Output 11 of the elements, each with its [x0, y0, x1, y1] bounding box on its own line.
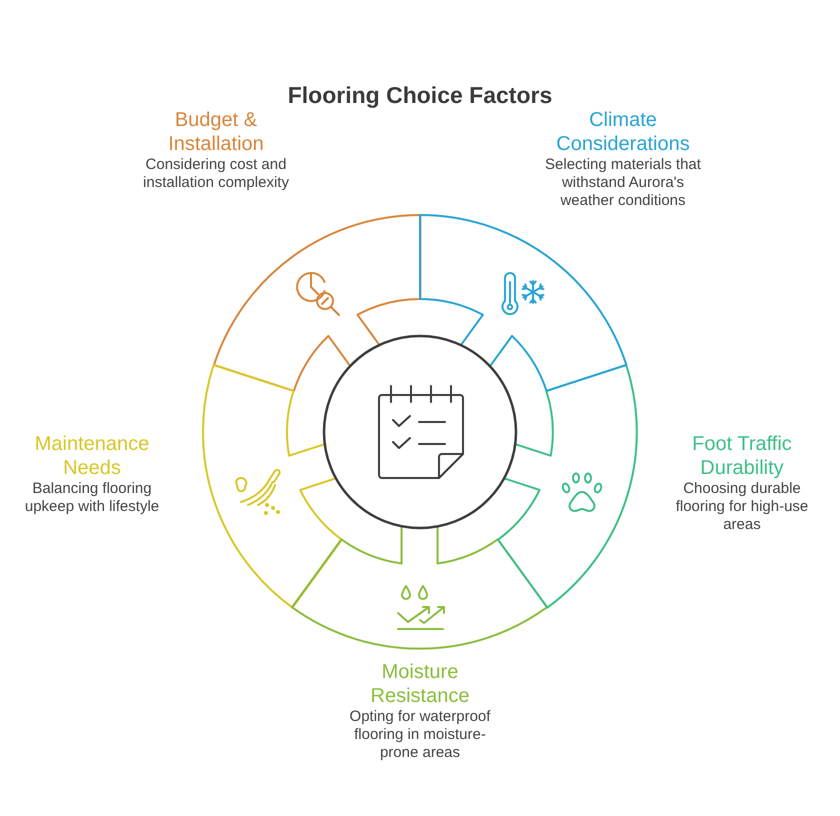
diagram-title: Flooring Choice Factors: [288, 81, 552, 109]
segment-heading: Moisture Resistance: [370, 660, 470, 708]
segment-heading: Maintenance Needs: [34, 432, 150, 480]
segment-description: Choosing durable flooring for high-use areas: [674, 480, 810, 534]
segment-description: Balancing flooring upkeep with lifestyle: [24, 480, 160, 516]
segment-description: Considering cost and installation complexity: [142, 156, 290, 192]
segment-description: Selecting materials that withstand Aurora's weather conditions: [544, 156, 702, 210]
segment-heading: Foot Traffic Durability: [691, 432, 793, 480]
segment-heading: Climate Considerations: [555, 108, 691, 156]
segment-description: Opting for waterproof flooring in moisture-prone areas: [348, 708, 492, 762]
segment-heading: Budget & Installation: [167, 108, 265, 156]
